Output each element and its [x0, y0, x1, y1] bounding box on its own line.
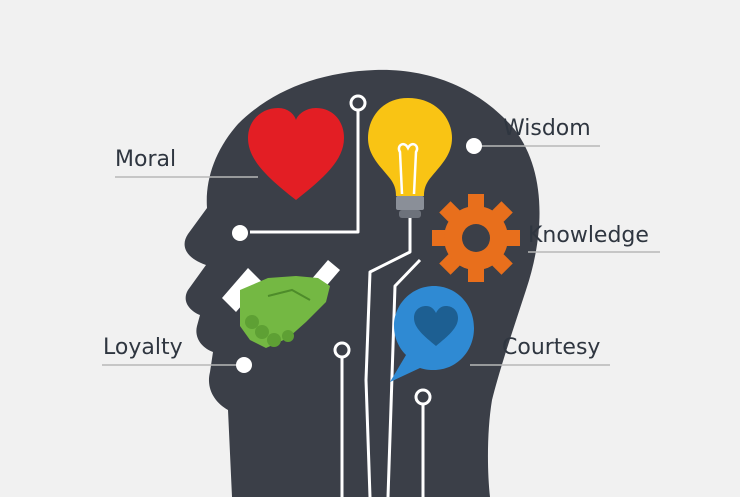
speech-bubble-heart-icon — [390, 286, 474, 382]
circuit-node — [333, 341, 351, 359]
circuit-lines — [250, 110, 425, 497]
light-bulb-icon — [368, 98, 452, 218]
circuit-node — [349, 94, 367, 112]
circuit-nodes — [333, 94, 432, 406]
loyalty-label: Loyalty — [103, 335, 183, 360]
moral-dot — [232, 225, 248, 241]
knowledge-label: Knowledge — [528, 223, 649, 248]
moral-label: Moral — [115, 147, 177, 172]
handshake-icon — [222, 260, 340, 348]
circuit-node — [414, 388, 432, 406]
loyalty-dot — [236, 357, 252, 373]
wisdom-dot — [466, 138, 482, 154]
gear-icon — [432, 194, 520, 282]
label-underlines — [102, 145, 660, 366]
wisdom-label: Wisdom — [503, 116, 591, 141]
heart-icon — [248, 108, 344, 200]
courtesy-label: Courtesy — [502, 335, 601, 360]
label-dots — [232, 138, 482, 373]
